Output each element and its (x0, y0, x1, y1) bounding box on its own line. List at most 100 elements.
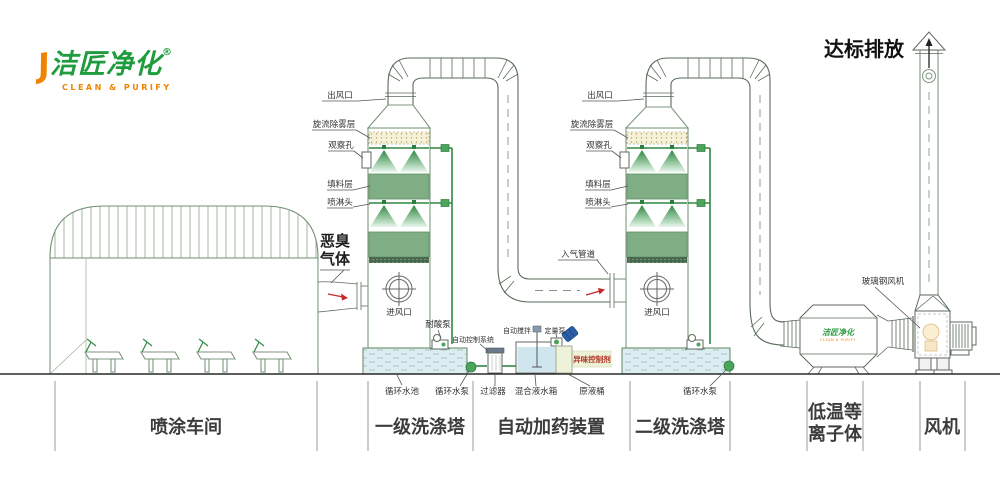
exhaust-stack (911, 31, 947, 296)
fan-transition (914, 294, 951, 312)
outlet-cone (876, 314, 889, 358)
circulating-pump (723, 360, 735, 372)
section-label-tower2: 二级洗涤塔 (635, 416, 726, 438)
inlet-port-label: 进风口 (386, 308, 412, 318)
gas-inlet-port (640, 272, 674, 306)
duct-segment-ribs (387, 58, 519, 294)
section-label-plasma-line1: 低温等 (807, 401, 862, 423)
frp-fan-label: 玻璃钢风机 (862, 276, 905, 287)
spray-head-label: 喷淋头 (327, 197, 353, 208)
odor-agent-label: 异味控制剂 (573, 354, 611, 364)
gas-callout: 恶臭 气体 (319, 232, 351, 284)
spray-cone (370, 150, 398, 172)
duct-tower1-to-tower2 (385, 57, 626, 308)
auto-control-label: 自动控制系统 (452, 335, 494, 344)
section-labels: 喷涂车间 一级洗涤塔 自动加药装置 二级洗涤塔 低温等 离子体 风机 (150, 401, 960, 445)
pool-label: 循环水池 (385, 386, 420, 397)
fan-callout: 玻璃钢风机 (862, 276, 921, 329)
spray-water-pipe (688, 144, 711, 344)
demister-label: 旋流除雾层 (571, 119, 614, 130)
up-arrow-icon (925, 38, 933, 68)
plasma-unit: 洁匠净化 CLEAN & PURIFY (779, 304, 917, 375)
outlet-label: 出风口 (327, 90, 353, 101)
meter-pump-label: 定量泵 (545, 326, 566, 335)
inlet-pipe-label: 入气管道 (561, 249, 596, 260)
circulating-water-tank-1 (362, 334, 477, 375)
flow-arrow-icon (585, 288, 605, 296)
circ-pump-label: 循环水泵 (435, 386, 470, 397)
frp-fan (914, 294, 977, 375)
spray-head-label: 喷淋头 (585, 197, 611, 208)
filter-unit (485, 347, 505, 374)
logo-tagline: CLEAN & PURIFY (62, 83, 172, 92)
outlet-bellows (887, 316, 917, 352)
peephole-port (361, 151, 372, 169)
logo-registered-mark: ® (162, 47, 172, 58)
peephole-label: 观察孔 (328, 140, 354, 151)
stirrer-motor (532, 325, 542, 333)
spray-gun-icons (85, 338, 265, 353)
spray-cone (628, 150, 656, 172)
stack-port (922, 69, 936, 83)
plasma-brand-tagline: CLEAN & PURIFY (820, 338, 856, 342)
odor-agent-panel (572, 350, 612, 368)
auto-dosing-station (476, 325, 612, 374)
spray-cone (658, 205, 686, 227)
spray-water-pipe (430, 144, 453, 344)
plasma-legs (807, 366, 870, 375)
plasma-brand-text: 洁匠净化 (822, 328, 856, 337)
peephole-label: 观察孔 (586, 140, 612, 151)
spray-cone (400, 150, 428, 172)
tower1-callouts: 出风口 旋流除雾层 观察孔 填料层 喷淋头 进风口 耐酸泵 循环水池 循环水泵 (312, 90, 469, 397)
circ-pump-label: 循环水泵 (683, 386, 718, 397)
packing-label: 填料层 (327, 179, 353, 190)
section-label-dosing: 自动加药装置 (497, 416, 605, 438)
circulating-water-tank-2 (621, 334, 735, 375)
section-label-workshop: 喷涂车间 (150, 416, 222, 438)
stock-solution-tank (555, 345, 573, 374)
spray-cone (658, 150, 686, 172)
dosing-callouts: 自动控制系统 自动搅拌 定量泵 异味控制剂 过滤器 混合液水箱 原液桶 (452, 326, 611, 397)
section-label-tower1: 一级洗涤塔 (375, 416, 466, 438)
gas-label-line1: 恶臭 (320, 232, 350, 250)
packing-layer (368, 173, 430, 200)
spray-cone (400, 205, 428, 227)
flow-arrow-icon (327, 293, 348, 301)
scrub-tower-1 (361, 104, 453, 349)
auto-stir-label: 自动搅拌 (503, 326, 531, 335)
fan-motor (949, 321, 977, 356)
acid-pump (430, 334, 450, 350)
work-tables (84, 351, 292, 373)
peephole-port (619, 151, 630, 169)
metering-pump (550, 337, 563, 347)
circulating-pump (465, 361, 477, 373)
scrub-tower-2 (619, 106, 711, 349)
packing-layer (626, 173, 688, 200)
workshop-exhaust-duct (317, 281, 368, 313)
packing-layer (626, 231, 688, 258)
section-label-fan: 风机 (924, 417, 960, 438)
duct-segment-ribs (645, 58, 771, 337)
section-dividers (54, 381, 966, 451)
section-label-plasma-line2: 离子体 (808, 423, 863, 445)
paint-workshop-building (49, 205, 368, 375)
mix-tank-label: 混合液水箱 (515, 386, 558, 397)
acid-pump-label: 耐酸泵 (425, 319, 451, 330)
fan-feet (915, 357, 953, 375)
gas-inlet-port (382, 272, 416, 306)
demister-label: 旋流除雾层 (313, 119, 356, 130)
logo-brand-text: 洁匠净化 (50, 49, 162, 80)
inlet-bellows (779, 319, 801, 349)
outlet-label: 出风口 (587, 90, 613, 101)
gas-label-line2: 气体 (319, 250, 351, 268)
filter-label: 过滤器 (480, 386, 506, 397)
stock-barrel-label: 原液桶 (579, 386, 605, 397)
chemical-barrel (561, 326, 579, 342)
demister-layer (368, 131, 430, 145)
spray-cone (370, 205, 398, 227)
mixing-tank (515, 325, 559, 374)
tower2-callouts: 出风口 旋流除雾层 观察孔 填料层 喷淋头 进风口 循环水泵 (570, 90, 727, 397)
acid-pump (685, 334, 705, 350)
inlet-pipe-callout: 入气管道 (558, 249, 609, 275)
